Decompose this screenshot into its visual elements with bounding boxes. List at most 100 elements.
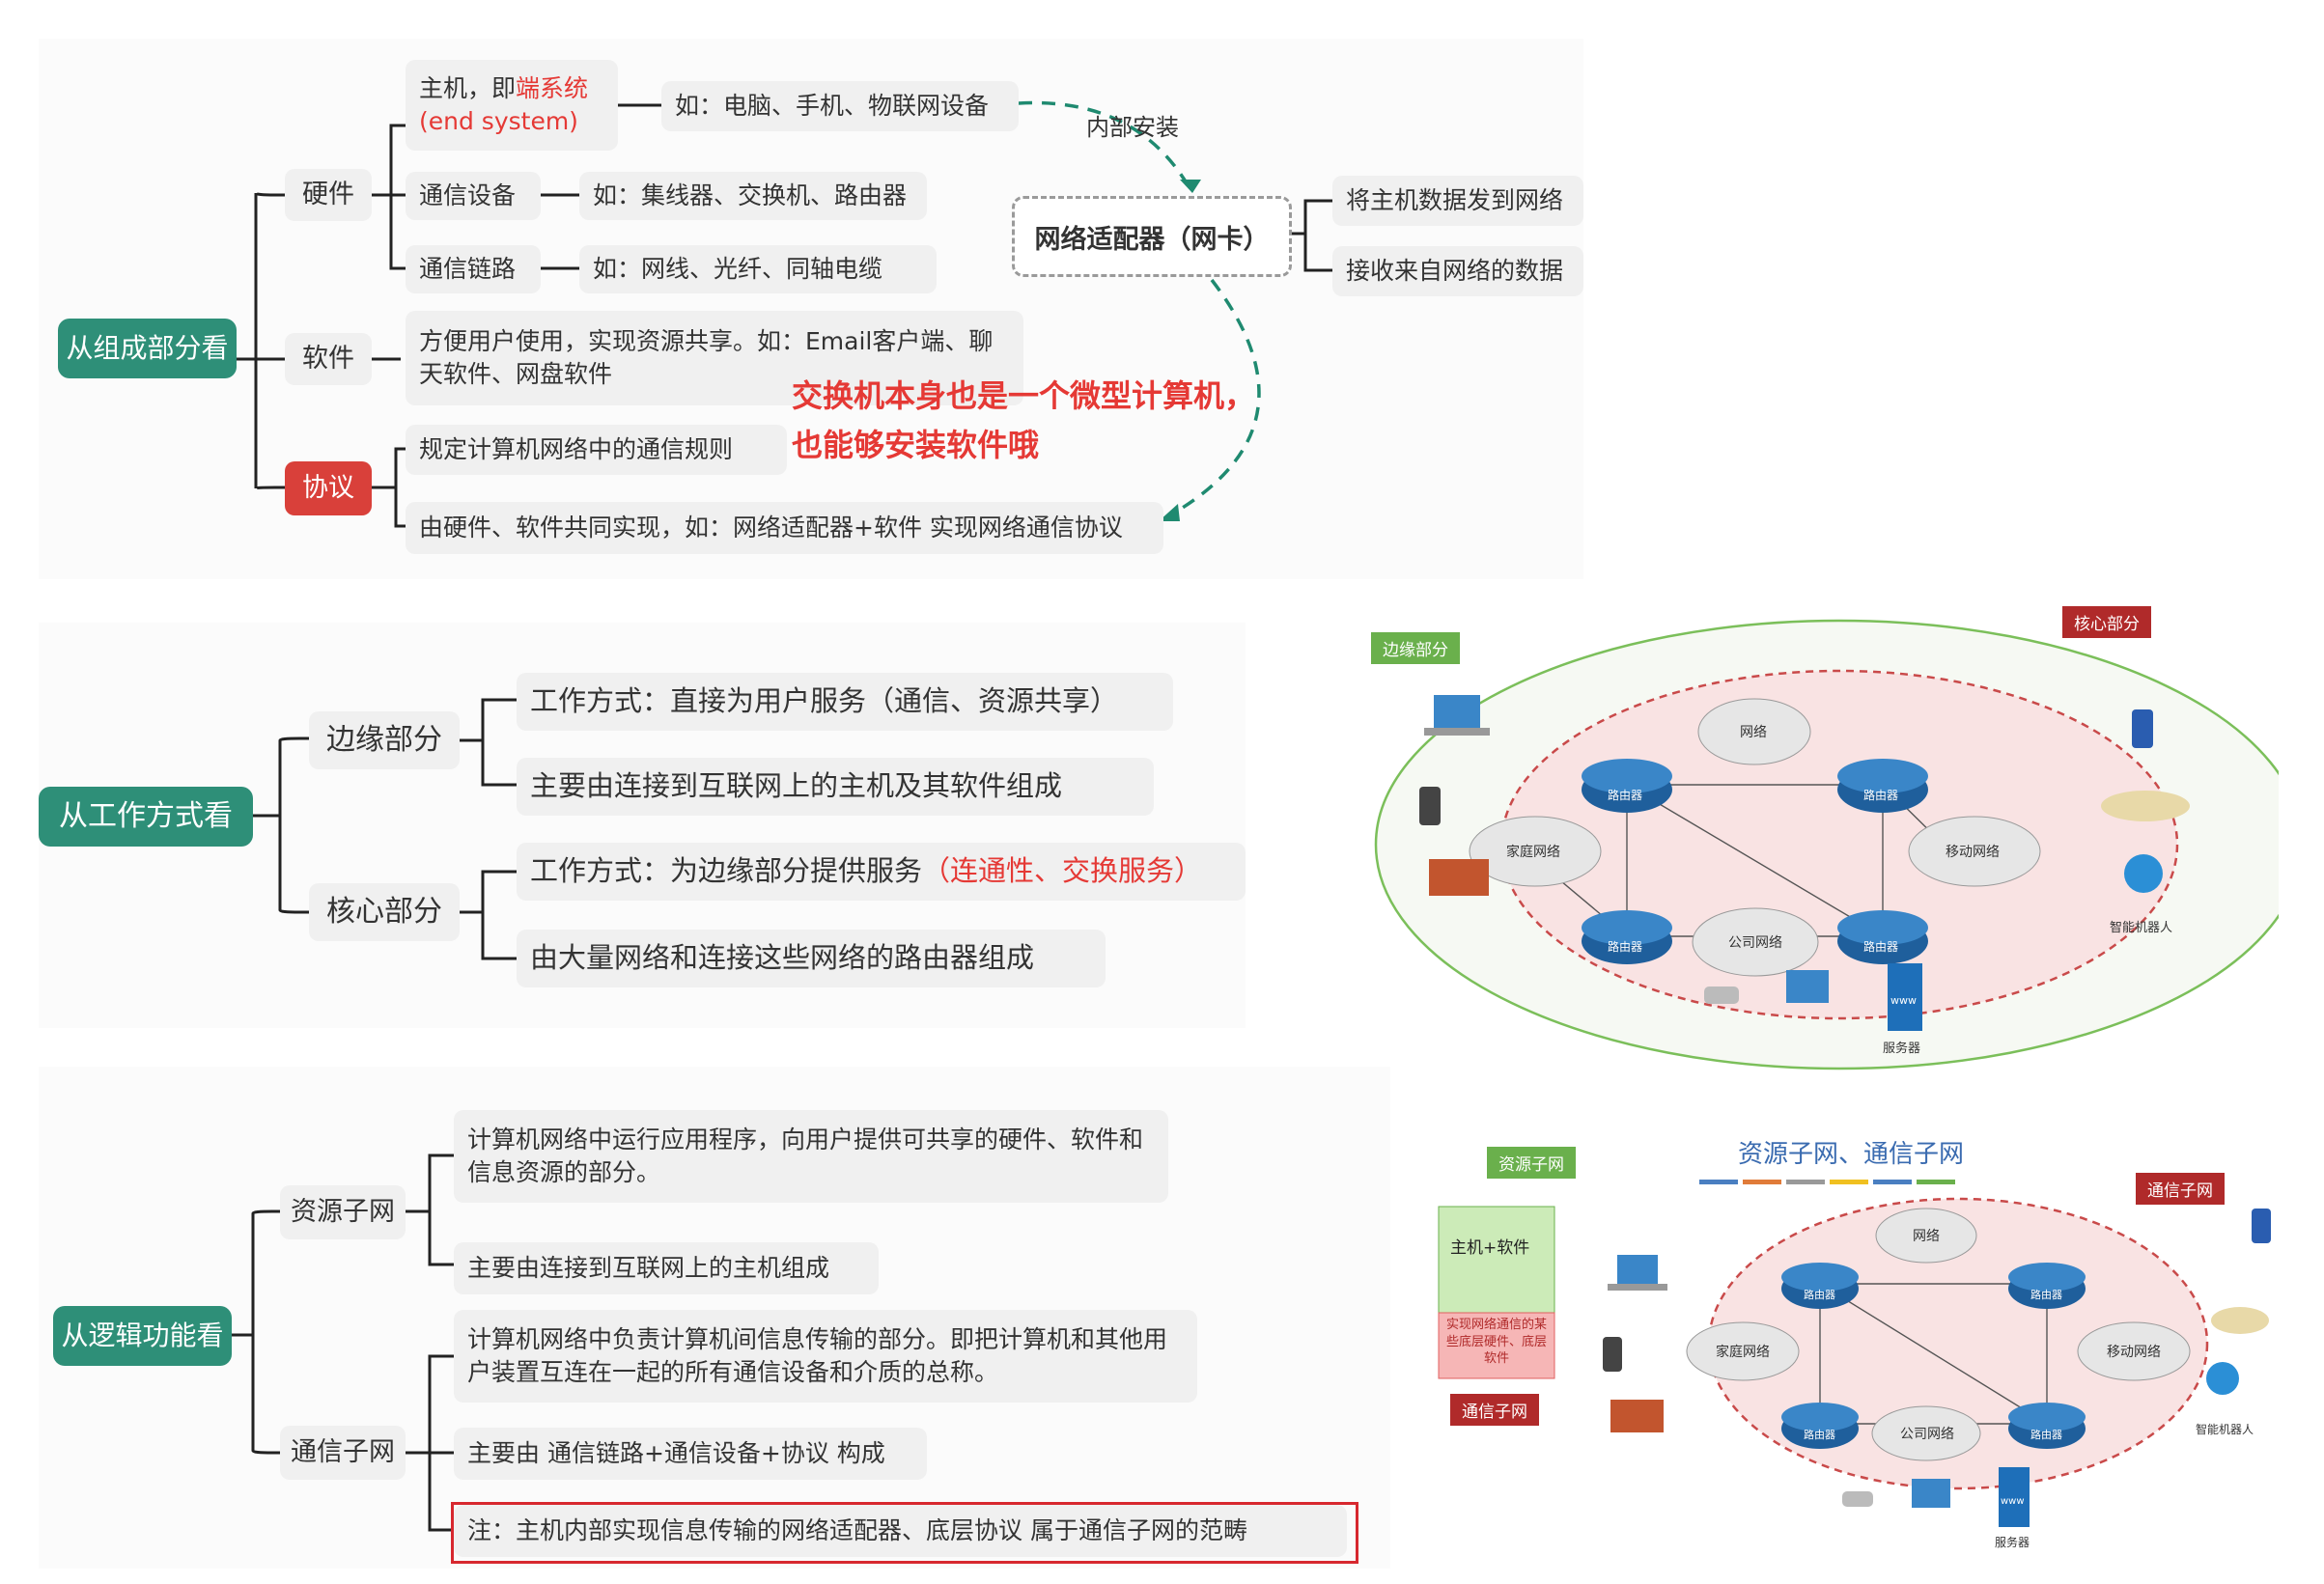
protocol-implementation: 由硬件、软件共同实现，如：网络适配器+软件 实现网络通信协议	[406, 502, 1163, 554]
comm-callout: 通信子网	[2136, 1173, 2225, 1205]
desktop-icon	[1786, 970, 1829, 1003]
cloud-network-label: 网络	[1740, 725, 1767, 740]
edge-part-node: 边缘部分	[309, 711, 460, 769]
resource-callout: 资源子网	[1487, 1147, 1576, 1179]
router-icon: 路由器	[2008, 1263, 2086, 1309]
edge-callout: 边缘部分	[1371, 632, 1460, 664]
svg-text:家庭网络: 家庭网络	[1716, 1344, 1770, 1360]
cloud-network: 网络	[1875, 1208, 1977, 1264]
working-mode-connectors	[253, 698, 517, 960]
svg-text:路由器: 路由器	[1804, 1288, 1835, 1301]
adapter-send: 将主机数据发到网络	[1332, 176, 1583, 226]
logical-connectors	[232, 1153, 454, 1532]
svg-text:路由器: 路由器	[2030, 1428, 2062, 1441]
router-icon: 路由器	[1582, 910, 1672, 964]
cloud-home-label: 家庭网络	[1506, 844, 1560, 860]
svg-text:路由器: 路由器	[1863, 939, 1898, 954]
cloud-mobile: 移动网络	[1908, 816, 2041, 887]
comm-subnet-label: 通信子网	[1450, 1394, 1539, 1426]
comm-composition: 主要由 通信链路+通信设备+协议 构成	[454, 1428, 927, 1480]
svg-text:www: www	[2001, 1496, 2025, 1507]
server-label: 服务器	[1883, 1041, 1920, 1056]
robot-icon	[2206, 1362, 2239, 1395]
desktop-icon	[1912, 1479, 1950, 1508]
robot-label: 智能机器人	[2196, 1422, 2254, 1436]
cloud-mobile: 移动网络	[2077, 1321, 2191, 1381]
comm-note: 注：主机内部实现信息传输的网络适配器、底层协议 属于通信子网的范畴	[454, 1505, 1347, 1557]
cloud-company: 公司网络	[1692, 907, 1819, 977]
resource-subnet-node: 资源子网	[280, 1185, 406, 1239]
svg-text:网络: 网络	[1913, 1229, 1940, 1244]
core-part-node: 核心部分	[309, 883, 460, 941]
laptop-icon	[1424, 695, 1490, 736]
protocol-node: 协议	[285, 461, 372, 515]
edge-core-graphic: 网络 家庭网络 移动网络 公司网络 路由器 路由器 路由器 路由器	[1374, 619, 2305, 1070]
composition-root: 从组成部分看	[58, 319, 237, 378]
host-hw-note: 实现网络通信的某些底层硬件、底层软件	[1445, 1318, 1547, 1367]
svg-text:公司网络: 公司网络	[1900, 1427, 1954, 1442]
robot-label: 智能机器人	[2110, 921, 2172, 935]
svg-text:www: www	[1890, 994, 1917, 1007]
resource-definition: 计算机网络中运行应用程序，向用户提供可共享的硬件、软件和信息资源的部分。	[454, 1110, 1168, 1203]
composition-panel: 从组成部分看 硬件 软件 协议 主机，即端系统 (end system) 如：电…	[39, 39, 1583, 579]
software-description: 方便用户使用，实现资源共享。如：Email客户端、聊天软件、网盘软件	[406, 311, 1023, 405]
logical-root: 从逻辑功能看	[53, 1306, 232, 1366]
internal-install-label: 内部安装	[1086, 114, 1179, 141]
core-callout: 核心部分	[2062, 606, 2151, 638]
svg-text:路由器: 路由器	[1804, 1428, 1835, 1441]
core-work-mode: 工作方式：为边缘部分提供服务（连通性、交换服务）	[517, 843, 1246, 901]
mobile-phone-icon	[2252, 1209, 2271, 1243]
working-mode-panel: 从工作方式看 边缘部分 核心部分 工作方式：直接为用户服务（通信、资源共享） 主…	[39, 623, 1246, 1028]
robot-icon	[2124, 854, 2163, 893]
router-icon: 路由器	[1781, 1403, 1859, 1449]
router-icon: 路由器	[1781, 1263, 1859, 1309]
end-system-label: 端系统	[516, 74, 589, 103]
server-label: 服务器	[1995, 1535, 2030, 1549]
comm-link-example: 如：网线、光纤、同轴电缆	[579, 245, 937, 293]
svg-text:主机+软件: 主机+软件	[1450, 1238, 1529, 1258]
subnet-diagram: 网络 家庭网络 移动网络 公司网络 路由器 路由器 路由器 路由器 主机+软件 …	[1410, 1100, 2279, 1573]
camera-icon	[1842, 1491, 1873, 1507]
server-icon: www	[1999, 1467, 2030, 1527]
cloud-company: 公司网络	[1871, 1405, 1981, 1461]
edge-composition: 主要由连接到互联网上的主机及其软件组成	[517, 758, 1154, 816]
title-underline	[1699, 1180, 1955, 1184]
core-work-mode-text: 工作方式：为边缘部分提供服务	[530, 854, 923, 888]
subnet-graphic: 网络 家庭网络 移动网络 公司网络 路由器 路由器 路由器 路由器 主机+软件 …	[1438, 1180, 2271, 1549]
svg-text:路由器: 路由器	[2030, 1288, 2062, 1301]
car-icon	[2211, 1307, 2269, 1334]
server-icon: www	[1888, 963, 1922, 1031]
comm-subnet-node: 通信子网	[280, 1426, 406, 1480]
svg-text:路由器: 路由器	[1608, 939, 1642, 954]
tv-icon	[1610, 1400, 1664, 1432]
edge-core-diagram: 网络 家庭网络 移动网络 公司网络 路由器 路由器 路由器 路由器	[1332, 598, 2305, 1081]
router-icon: 路由器	[1582, 759, 1672, 813]
network-adapter-node: 网络适配器（网卡）	[1012, 196, 1292, 277]
logical-panel: 从逻辑功能看 资源子网 通信子网 计算机网络中运行应用程序，向用户提供可共享的硬…	[39, 1067, 1390, 1569]
cloud-company-label: 公司网络	[1728, 935, 1782, 951]
svg-text:路由器: 路由器	[1608, 788, 1642, 802]
core-work-mode-red: （连通性、交换服务）	[922, 854, 1203, 888]
comm-device-node: 通信设备	[406, 172, 541, 220]
phone-icon	[1603, 1337, 1622, 1372]
cloud-home: 家庭网络	[1686, 1321, 1800, 1381]
car-icon	[2101, 791, 2190, 821]
router-icon: 路由器	[1837, 910, 1928, 964]
mobile-phone-icon	[2132, 709, 2153, 748]
svg-text:移动网络: 移动网络	[2107, 1345, 2161, 1360]
host-software-box: 主机+软件	[1438, 1206, 1555, 1379]
laptop-icon	[1608, 1255, 1667, 1291]
cloud-network: 网络	[1697, 698, 1811, 765]
tv-icon	[1429, 859, 1489, 896]
switch-note-line1: 交换机本身也是一个微型计算机，	[792, 377, 1256, 414]
cloud-mobile-label: 移动网络	[1946, 845, 2000, 860]
hardware-node: 硬件	[285, 169, 372, 221]
subnet-title: 资源子网、通信子网	[1738, 1140, 1965, 1169]
comm-link-node: 通信链路	[406, 245, 541, 293]
router-icon: 路由器	[1837, 759, 1928, 813]
switch-note-line2: 也能够安装软件哦	[792, 427, 1040, 464]
comm-note-highlight	[451, 1502, 1358, 1564]
svg-text:路由器: 路由器	[1863, 788, 1898, 802]
router-icon: 路由器	[2008, 1403, 2086, 1449]
host-prefix: 主机，即	[419, 74, 517, 103]
